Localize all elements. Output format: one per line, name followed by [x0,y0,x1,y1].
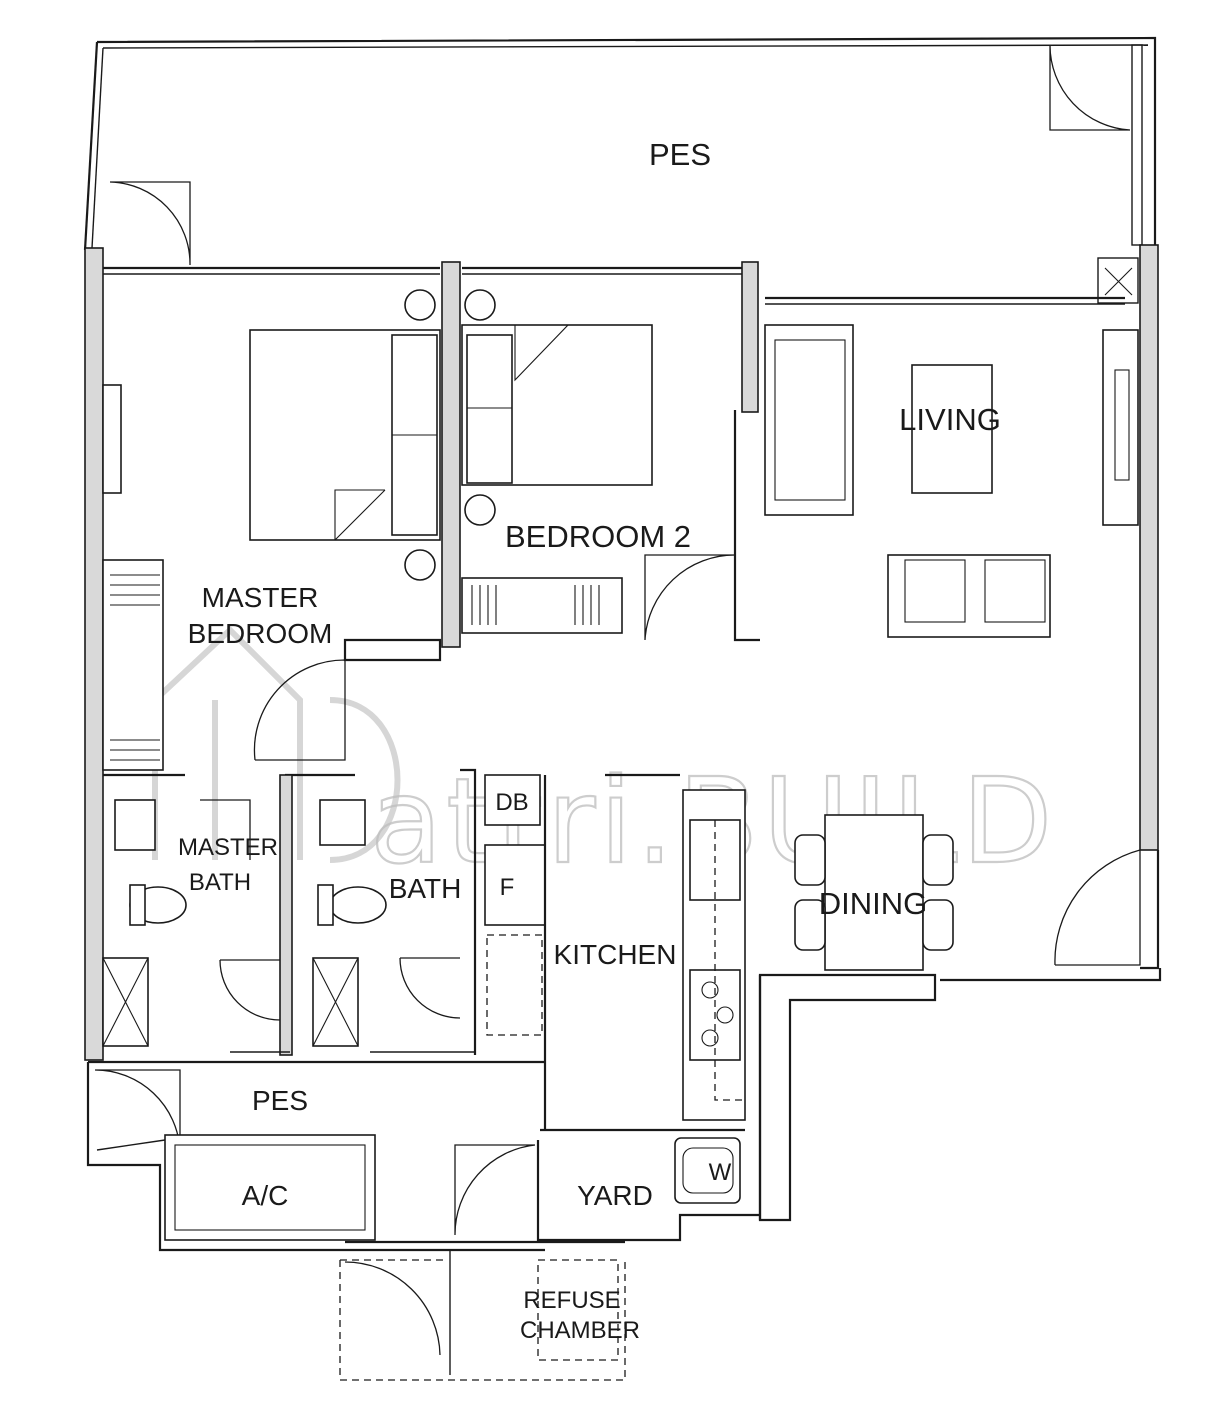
bedroom-2-wardrobe [461,577,623,634]
lower-walls [86,775,745,1252]
wardrobe [102,559,164,771]
bath-label: BATH [389,873,462,904]
refuse-label-1: REFUSE [523,1287,620,1314]
exterior-walls [84,244,1162,1222]
master-bedroom-label-2: BEDROOM [188,618,333,649]
tv-console [1102,329,1139,526]
pes-top-area [83,36,1157,266]
basin-icon [319,799,366,846]
refuse-label-2: CHAMBER [520,1317,640,1344]
refuse-door[interactable] [344,1261,441,1356]
kitchen: DB F KITCHEN [484,773,762,1220]
dining-label: DINING [819,886,928,921]
bedside-lamp-icon [404,549,436,581]
fridge-label: F [500,874,515,901]
bath: BATH [312,768,477,1055]
yard-door[interactable] [454,1144,536,1236]
coffee-table [911,364,993,494]
pes-bottom-label: PES [252,1085,308,1116]
main-door[interactable] [1054,849,1141,966]
bedside-lamp-icon [404,289,436,321]
ac-label: A/C [242,1180,289,1211]
pes-door-top-left[interactable] [109,181,191,266]
bedroom-2-label: BEDROOM 2 [505,519,691,554]
db-box [484,774,541,826]
bedroom-2-door[interactable] [644,554,736,641]
master-bath: MASTER BATH [102,773,355,1056]
db-label: DB [495,789,528,816]
fridge [484,844,546,926]
master-bath-label-2: BATH [189,869,251,896]
toilet-icon [329,886,387,924]
sofa [764,324,854,516]
refuse-chamber: REFUSE CHAMBER [339,1240,640,1381]
living-label: LIVING [899,402,1001,437]
yard: W YARD [454,1137,760,1242]
living-room: LIVING [764,324,1141,966]
dining-table [824,814,924,971]
yard-label: YARD [577,1180,653,1211]
pes-bottom-door[interactable] [94,1069,181,1151]
master-bath-label-1: MASTER [178,834,278,861]
kitchen-label: KITCHEN [554,939,677,970]
master-bedroom-door[interactable] [253,659,346,761]
dining-area: DINING [794,814,954,971]
basin-icon [114,799,156,851]
bath-door[interactable] [399,957,461,1019]
washer-icon [674,1137,741,1204]
washer-label: W [709,1159,732,1186]
pes-door-top-right[interactable] [1049,44,1131,131]
bedside-lamp-icon [464,494,496,526]
bedroom-2: BEDROOM 2 [461,289,760,642]
pes-bottom-area: PES A/C [94,1069,376,1241]
master-bath-door[interactable] [219,959,281,1021]
bedside-lamp-icon [464,289,496,321]
master-bedroom: MASTER BEDROOM [102,289,442,771]
master-bedroom-label-1: MASTER [202,582,319,613]
pes-top-label: PES [649,137,711,172]
ac-ledge [164,1134,376,1241]
